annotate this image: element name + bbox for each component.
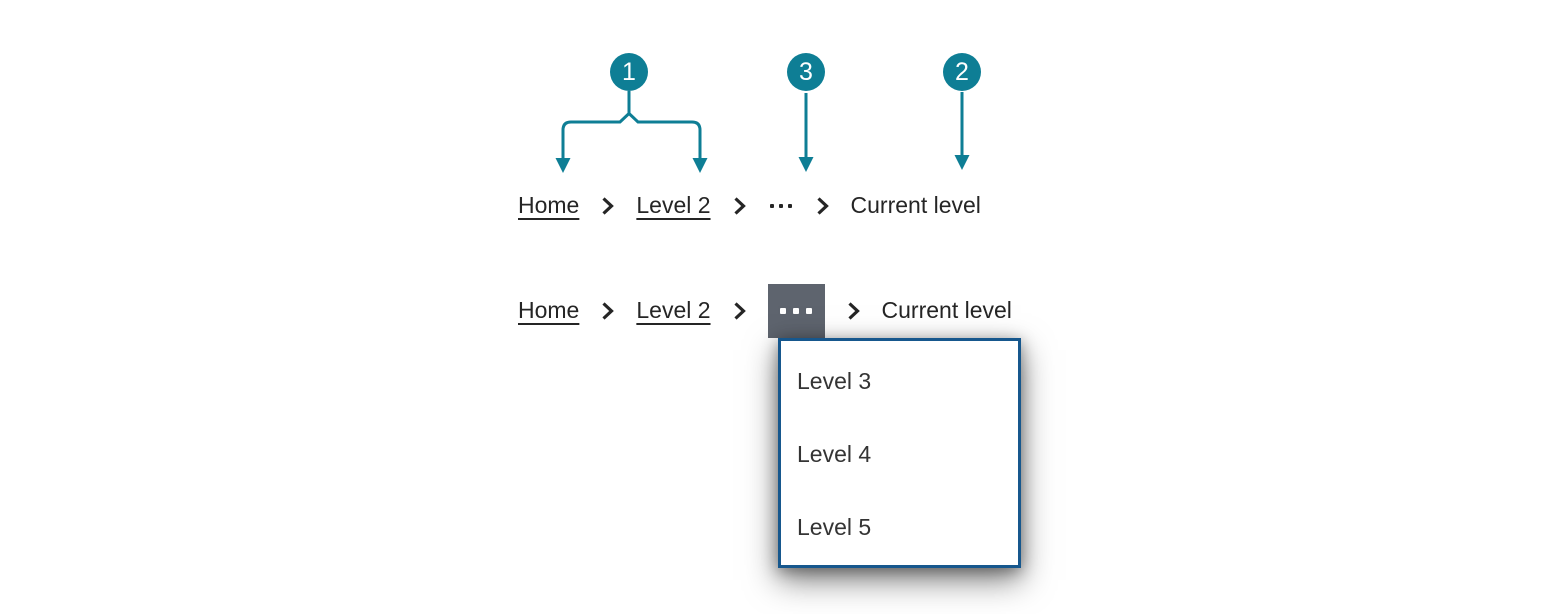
chevron-right-icon: [815, 195, 830, 217]
menu-item-level5[interactable]: Level 5: [797, 514, 872, 540]
breadcrumb-expanded: Home Level 2 Current level: [518, 284, 1012, 338]
chevron-right-icon: [600, 300, 615, 322]
chevron-right-icon: [600, 195, 615, 217]
breadcrumb-link-level2[interactable]: Level 2: [636, 192, 711, 219]
menu-item-level3[interactable]: Level 3: [797, 368, 872, 394]
chevron-right-icon: [732, 300, 747, 322]
annotation-badge-2: 2: [943, 53, 981, 91]
arrow-down-icon: [798, 157, 814, 172]
breadcrumb-current-level: Current level: [850, 192, 981, 219]
overflow-dropdown-menu: Level 3 Level 4 Level 5: [778, 338, 1021, 568]
chevron-right-icon: [732, 195, 747, 217]
breadcrumb-link-home[interactable]: Home: [518, 192, 580, 219]
chevron-right-icon: [846, 300, 861, 322]
arrow-down-icon: [555, 158, 571, 173]
ellipsis-dot: [778, 204, 783, 208]
annotation-badge-3: 3: [787, 53, 825, 91]
overflow-ellipsis-icon[interactable]: [768, 190, 794, 222]
callout-1-bracket: [561, 111, 702, 159]
ellipsis-dot: [793, 308, 800, 314]
breadcrumb-current-level: Current level: [881, 297, 1012, 324]
ellipsis-dot: [806, 308, 813, 314]
arrow-down-icon: [692, 158, 708, 173]
breadcrumb-collapsed: Home Level 2 Current level: [518, 190, 981, 222]
ellipsis-dot: [769, 204, 774, 208]
arrow-down-icon: [954, 155, 970, 170]
annotation-badge-1: 1: [610, 53, 648, 91]
overflow-menu-button[interactable]: [767, 284, 825, 338]
breadcrumb-link-home[interactable]: Home: [518, 297, 580, 324]
ellipsis-dot: [780, 308, 787, 314]
menu-item-level4[interactable]: Level 4: [797, 441, 872, 467]
ellipsis-dot: [787, 204, 792, 208]
breadcrumb-link-level2[interactable]: Level 2: [636, 297, 711, 324]
